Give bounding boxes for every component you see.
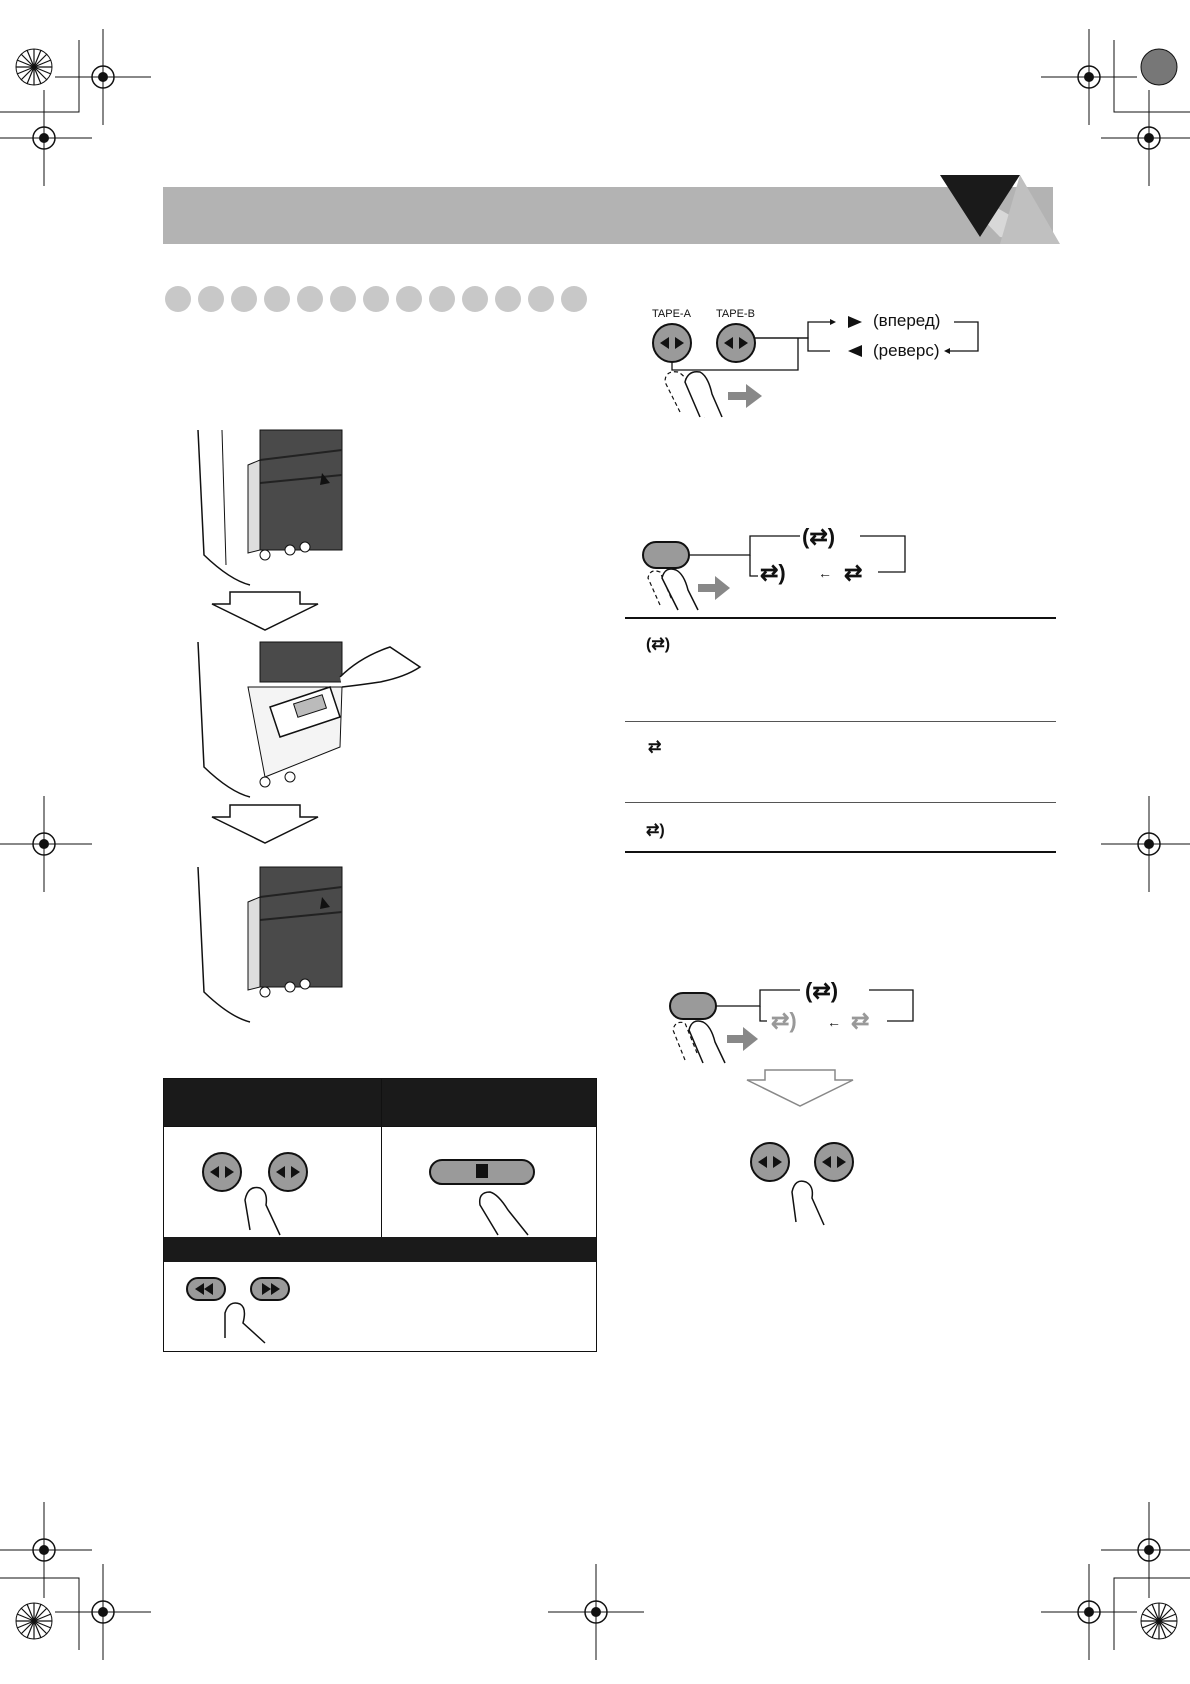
forward-label: (вперед) bbox=[873, 311, 941, 330]
finger-press-icon bbox=[478, 1191, 529, 1236]
tape-b-button[interactable] bbox=[716, 323, 756, 363]
registration-mark-icon bbox=[0, 1501, 93, 1599]
fast-forward-button-icon bbox=[250, 1277, 290, 1301]
registration-mark-icon bbox=[547, 1563, 645, 1661]
registration-mark-icon bbox=[0, 89, 93, 187]
table-subheader-row bbox=[164, 1237, 596, 1262]
rewind-button-icon[interactable] bbox=[185, 1268, 325, 1358]
down-arrow-icon bbox=[211, 804, 319, 844]
table-divider bbox=[164, 1126, 596, 1127]
reverse-mode-diagram-selected: (⇄) ⇄) ← ⇄ bbox=[669, 978, 914, 1064]
operation-table bbox=[163, 1078, 597, 1352]
finger-press-icon bbox=[647, 570, 673, 606]
registration-mark-icon bbox=[1040, 28, 1138, 126]
svg-text:←: ← bbox=[827, 1014, 841, 1030]
header-triangle-decoration bbox=[940, 175, 1060, 244]
tape-a-button[interactable] bbox=[652, 323, 692, 363]
registration-mark-icon bbox=[1100, 795, 1190, 893]
section-dots bbox=[165, 286, 587, 312]
reverse-mode-diagram: (⇄) ⇄) ← ⇄ bbox=[642, 524, 906, 611]
registration-mark-icon bbox=[54, 28, 152, 126]
reverse-mode-button[interactable] bbox=[669, 992, 717, 1020]
mode-one-side-row-symbol: ⇄) bbox=[646, 822, 665, 839]
mode-table-bottom-line bbox=[625, 851, 1056, 853]
play-reverse-button-icon[interactable] bbox=[748, 1140, 878, 1230]
finger-press-icon bbox=[688, 1020, 726, 1064]
tape-a-label: TAPE-A bbox=[652, 308, 691, 320]
cassette-deck-open-illustration bbox=[197, 641, 422, 798]
slide-arrow-icon bbox=[728, 384, 762, 408]
mode-one-side-symbol: ⇄) bbox=[760, 560, 786, 585]
finger-press-icon bbox=[661, 568, 699, 611]
color-wheel-icon bbox=[15, 1602, 53, 1640]
play-reverse-button-icon[interactable] bbox=[200, 1150, 330, 1240]
mode-all-row-symbol: (⇄) bbox=[646, 636, 671, 653]
reverse-label: (реверс) bbox=[873, 341, 940, 360]
mode-row-divider bbox=[625, 721, 1056, 722]
cassette-deck-closed-illustration bbox=[197, 866, 343, 1023]
slide-arrow-icon bbox=[698, 576, 730, 600]
mode-row-divider bbox=[625, 802, 1056, 803]
svg-text:←: ← bbox=[818, 565, 832, 581]
mode-all-symbol: (⇄) bbox=[802, 524, 835, 549]
table-header-row bbox=[164, 1079, 596, 1126]
finger-press-icon bbox=[224, 1302, 266, 1344]
mode-one-way-symbol: ⇄ bbox=[844, 560, 862, 585]
mode-table-top-line bbox=[625, 617, 1056, 619]
stop-button-icon[interactable] bbox=[428, 1150, 578, 1240]
svg-text:(⇄): (⇄) bbox=[805, 978, 838, 1003]
slide-arrow-icon bbox=[727, 1027, 758, 1051]
finger-press-icon bbox=[672, 1021, 698, 1061]
table-divider bbox=[381, 1079, 382, 1237]
svg-text:⇄: ⇄ bbox=[851, 1008, 869, 1033]
finger-press-icon bbox=[684, 370, 723, 418]
section-header-bar bbox=[163, 187, 1053, 244]
color-wheel-icon bbox=[15, 48, 53, 86]
tape-b-label: TAPE-B bbox=[716, 308, 755, 320]
finger-press-icon bbox=[244, 1186, 281, 1236]
tape-selector-diagram bbox=[652, 316, 979, 418]
reverse-mode-button[interactable] bbox=[642, 541, 690, 569]
finger-press-icon bbox=[791, 1180, 825, 1226]
color-wheel-icon bbox=[1140, 1602, 1178, 1640]
cassette-deck-illustration bbox=[197, 429, 343, 586]
down-arrow-icon bbox=[211, 591, 319, 631]
mode-one-way-row-symbol: ⇄ bbox=[648, 739, 662, 756]
svg-text:⇄): ⇄) bbox=[771, 1008, 797, 1033]
down-arrow-icon bbox=[746, 1069, 854, 1107]
color-wheel-icon bbox=[1140, 48, 1178, 86]
registration-mark-icon bbox=[0, 795, 93, 893]
